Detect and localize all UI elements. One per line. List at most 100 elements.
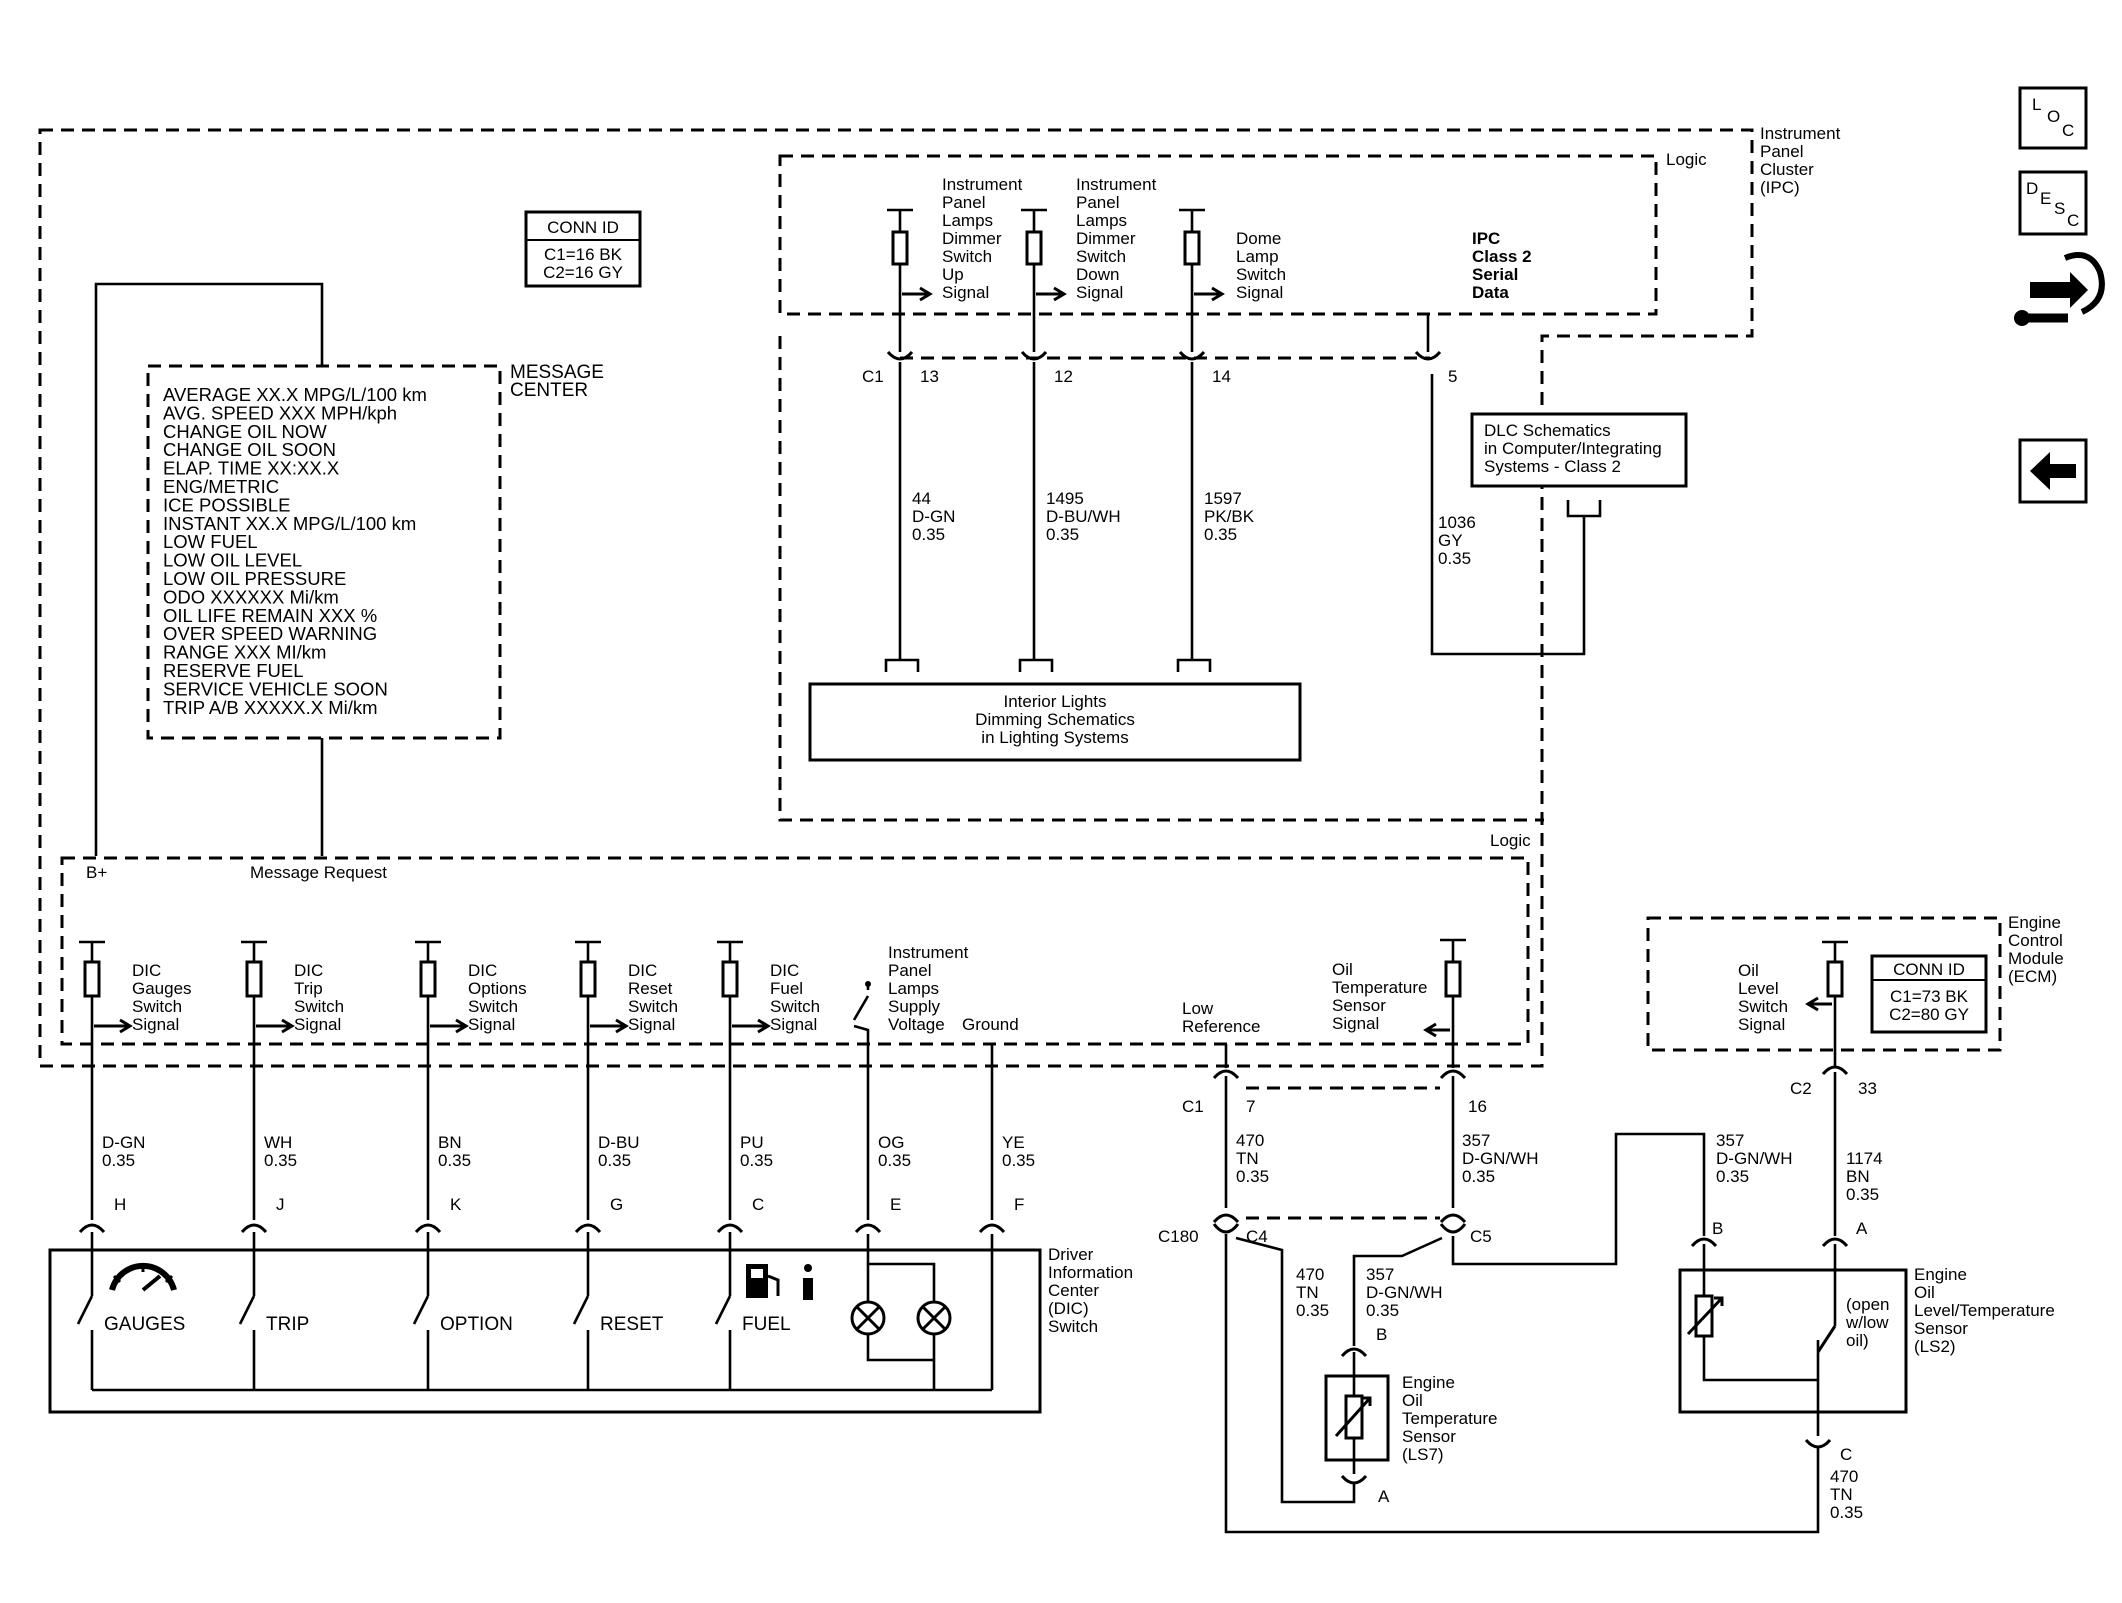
back-arrow-icon[interactable] [2018, 438, 2088, 504]
lamp-bulb-icon [850, 1300, 886, 1336]
arrow-right-icon [1194, 286, 1225, 302]
switch-option: OPTION [412, 1232, 513, 1390]
message-center-item: RANGE XXX MI/km [163, 642, 326, 663]
ls2-left-wire-label: 357 D-GN/WH 0.35 [1716, 1131, 1792, 1186]
wire-color: GY [1438, 531, 1463, 550]
top-signal-label: Switch [1076, 247, 1126, 266]
ls2-level-switch [1816, 1325, 1837, 1353]
c180-bottom-pins [1212, 1223, 1467, 1234]
pullup-resistor [1183, 230, 1201, 266]
diagnostic-wrench-icon[interactable] [2014, 252, 2105, 326]
svg-text:Center: Center [1048, 1281, 1099, 1300]
ls2-pin-a-label: A [1856, 1219, 1868, 1238]
pin-33-label: 33 [1858, 1079, 1877, 1098]
circuit-number: 44 [912, 489, 931, 508]
top-signal-label: Switch [942, 247, 992, 266]
dic-signal-label: Signal [628, 1015, 675, 1034]
pin-label: 13 [920, 367, 939, 386]
svg-text:C: C [2067, 211, 2079, 230]
oil-temp-resistor [1444, 960, 1462, 998]
ls7-sensor-box [1324, 1374, 1390, 1462]
dlc-link-wire [1430, 374, 1602, 656]
svg-text:Cluster: Cluster [1760, 160, 1814, 179]
lamp-supply-label: Voltage [888, 1015, 945, 1034]
top-signal-label: Dome [1236, 229, 1281, 248]
arrow-right-icon [94, 1018, 133, 1034]
conn-id-ecm: CONN ID C1=73 BK C2=80 GY [1870, 954, 1988, 1034]
svg-text:E: E [2040, 189, 2051, 208]
top-signal-label: Lamps [1076, 211, 1127, 230]
desc-icon[interactable]: D E S C [2018, 170, 2088, 236]
svg-text:C1=73 BK: C1=73 BK [1890, 987, 1969, 1006]
dic-switch-label: Driver Information Center (DIC) Switch [1048, 1245, 1133, 1336]
top-logic-label: Logic [1666, 150, 1707, 169]
ls7-pin-b [1340, 1347, 1368, 1358]
ls2-pin-b-label: B [1712, 1219, 1723, 1238]
ls2-open-note: (open w/low oil) [1845, 1295, 1889, 1350]
top-signal-label: Signal [942, 283, 989, 302]
dlc-schematics-box[interactable]: DLC Schematics in Computer/Integrating S… [1470, 412, 1688, 488]
dic-signal-label: Signal [294, 1015, 341, 1034]
dic-signal-label: Switch [468, 997, 518, 1016]
dic-signal-label: Switch [294, 997, 344, 1016]
svg-text:357: 357 [1366, 1265, 1394, 1284]
circuit-number: 1597 [1204, 489, 1242, 508]
top-signal-label: Down [1076, 265, 1119, 284]
wire-gauge: 0.35 [264, 1151, 297, 1170]
svg-text:Dimming Schematics: Dimming Schematics [975, 710, 1135, 729]
svg-text:Panel: Panel [1760, 142, 1803, 161]
svg-text:Sensor: Sensor [1914, 1319, 1968, 1338]
message-center-item: ICE POSSIBLE [163, 494, 291, 515]
dic-signal-label: Switch [770, 997, 820, 1016]
c5-label: C5 [1470, 1227, 1492, 1246]
oil-temp-wire-label: 357 D-GN/WH 0.35 [1462, 1131, 1538, 1186]
message-center-item: CHANGE OIL SOON [163, 439, 336, 460]
ecm-signal-label: Oil Level Switch Signal [1738, 961, 1788, 1034]
connector-pin [414, 1223, 442, 1234]
svg-text:Level/Temperature: Level/Temperature [1914, 1301, 2055, 1320]
wire-gauge: 0.35 [102, 1151, 135, 1170]
ipc-boundary [38, 128, 1754, 1068]
c1-pin-pair [1212, 1069, 1467, 1080]
top-signal-label: Dimmer [942, 229, 1002, 248]
c2-pin-33 [1821, 1065, 1849, 1076]
bottom-logic-label: Logic [1490, 831, 1531, 850]
low-reference-label: Low Reference [1182, 999, 1260, 1036]
message-center-item: OIL LIFE REMAIN XXX % [163, 605, 377, 626]
oil-temp-pullup [1440, 938, 1466, 962]
circuit-number: 1036 [1438, 513, 1476, 532]
pullup-resistor [721, 960, 739, 998]
svg-text:O: O [2047, 107, 2060, 126]
svg-text:470: 470 [1830, 1467, 1858, 1486]
ls2-pin-c [1804, 1438, 1832, 1449]
pin-label: 12 [1054, 367, 1073, 386]
dic-signal-label: Signal [770, 1015, 817, 1034]
switch-label: FUEL [742, 1314, 791, 1335]
top-signal-label: Signal [1076, 283, 1123, 302]
loc-icon[interactable]: L O C [2018, 86, 2088, 150]
switch-label: GAUGES [104, 1314, 185, 1335]
connector-pin [1178, 350, 1206, 361]
svg-text:Signal: Signal [1738, 1015, 1785, 1034]
svg-text:Level: Level [1738, 979, 1779, 998]
message-center-item: CHANGE OIL NOW [163, 421, 327, 442]
dic-signal-label: Options [468, 979, 527, 998]
switch-gauges: GAUGES [76, 1232, 185, 1390]
message-center-item: TRIP A/B XXXXX.X Mi/km [163, 697, 378, 718]
svg-text:470: 470 [1236, 1131, 1264, 1150]
interior-lights-box[interactable]: Interior Lights Dimming Schematics in Li… [808, 682, 1302, 762]
wire-gauge: 0.35 [1046, 525, 1079, 544]
dic-signal-label: Gauges [132, 979, 192, 998]
svg-text:Module: Module [2008, 949, 2064, 968]
wire-gauge: 0.35 [1002, 1151, 1035, 1170]
dic-signal-label: DIC [294, 961, 323, 980]
info-icon [803, 1264, 813, 1300]
ls7-pin-a [1340, 1474, 1368, 1485]
ls7-wire-left-label: 470 TN 0.35 [1296, 1265, 1329, 1320]
message-center-item: AVERAGE XX.X MPG/L/100 km [163, 384, 427, 405]
pin-label: 5 [1448, 367, 1457, 386]
